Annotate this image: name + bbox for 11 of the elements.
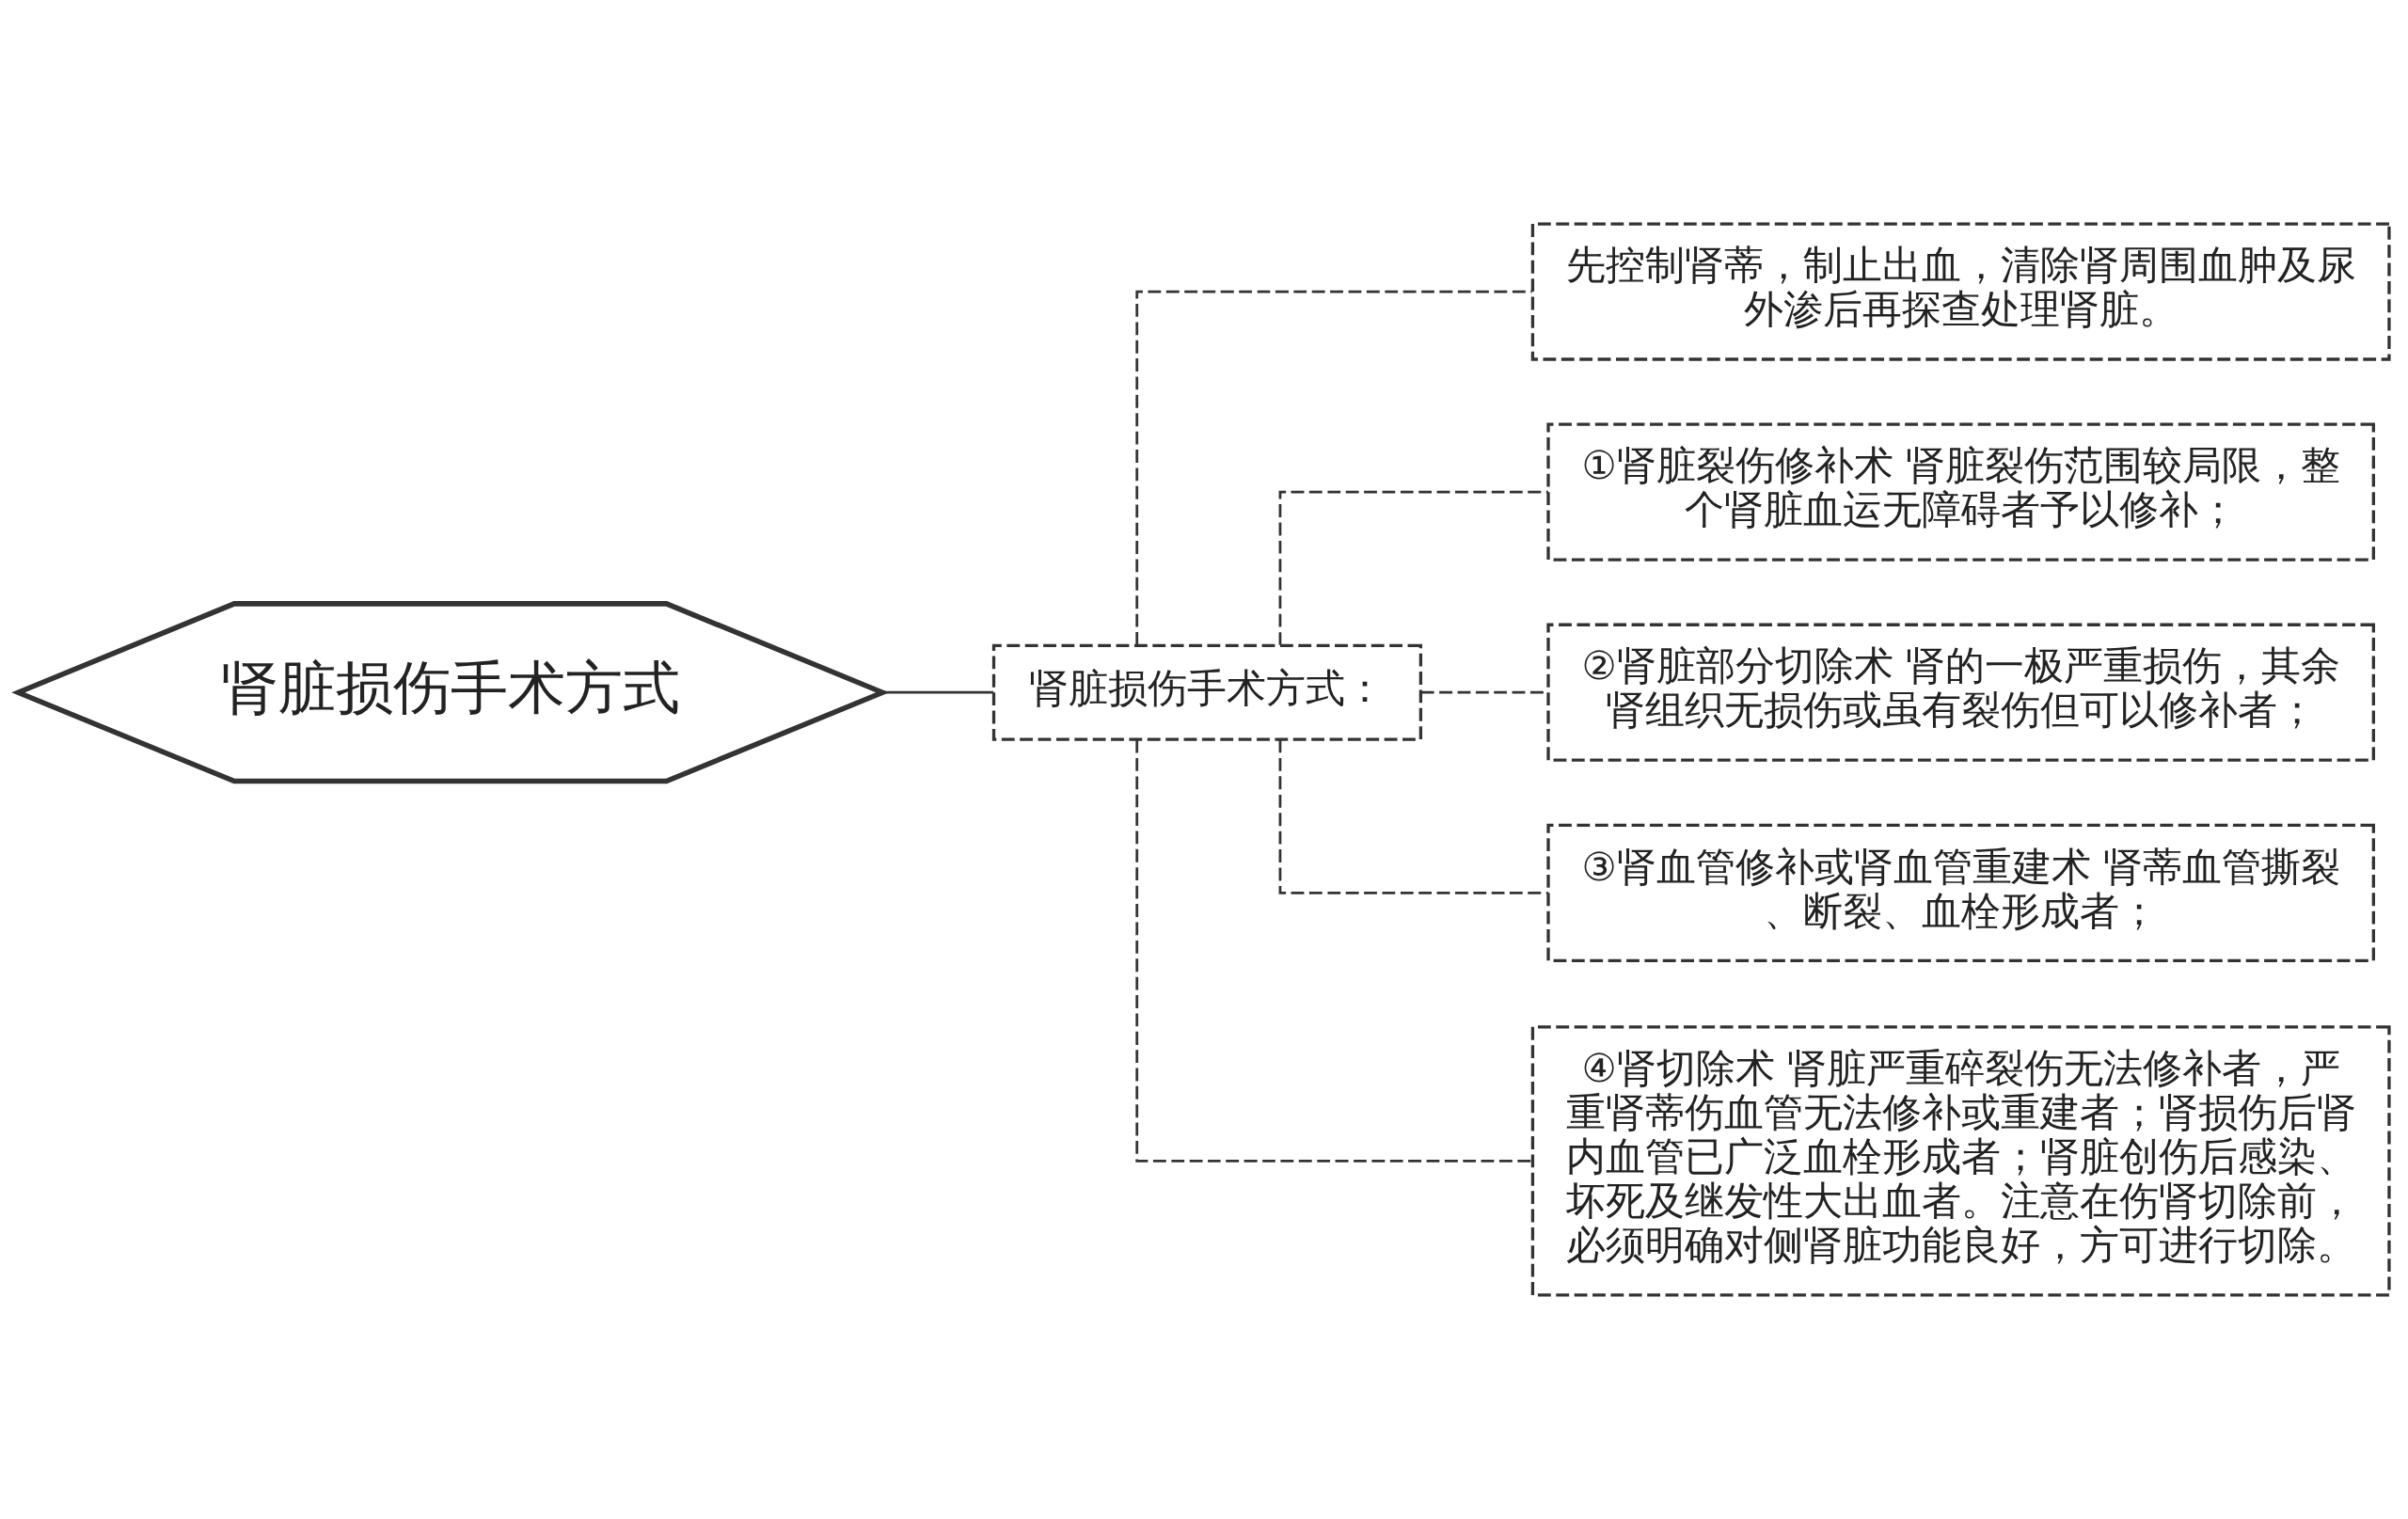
node-box: ①肾脏裂伤修补术 肾脏裂伤范围较局限，整个肾脏血运无障碍者予以修补；	[1546, 422, 2375, 562]
connector	[881, 690, 994, 694]
node-box: 肾脏损伤手术方式：	[991, 643, 1423, 741]
connector	[1278, 739, 1548, 894]
connector	[1135, 290, 1532, 645]
node-box: ③肾血管修补或肾血管重建术 肾蒂血管撕裂、断裂、血栓形成者；	[1546, 823, 2375, 962]
node-box: ②肾脏部分切除术 肾的一极严重损伤，其余肾组织无损伤或虽有裂伤但可以修补者；	[1546, 623, 2375, 762]
node-box: ④肾切除术 肾脏严重碎裂伤无法修补者，严重肾蒂伤血管无法修补或重建者；肾损伤后肾内血管已广泛血栓形成者；肾脏创伤后感染、坏死及继发性大出血者。注意在伤肾切除前，必须明确对侧肾脏功能良好，方可进行切除。	[1530, 1025, 2391, 1297]
connector	[1135, 739, 1532, 1163]
node-box: 先控制肾蒂，制止出血，清除肾周围血肿及尿外渗后再探查处理肾脏。	[1530, 222, 2391, 361]
connector	[1278, 490, 1548, 645]
